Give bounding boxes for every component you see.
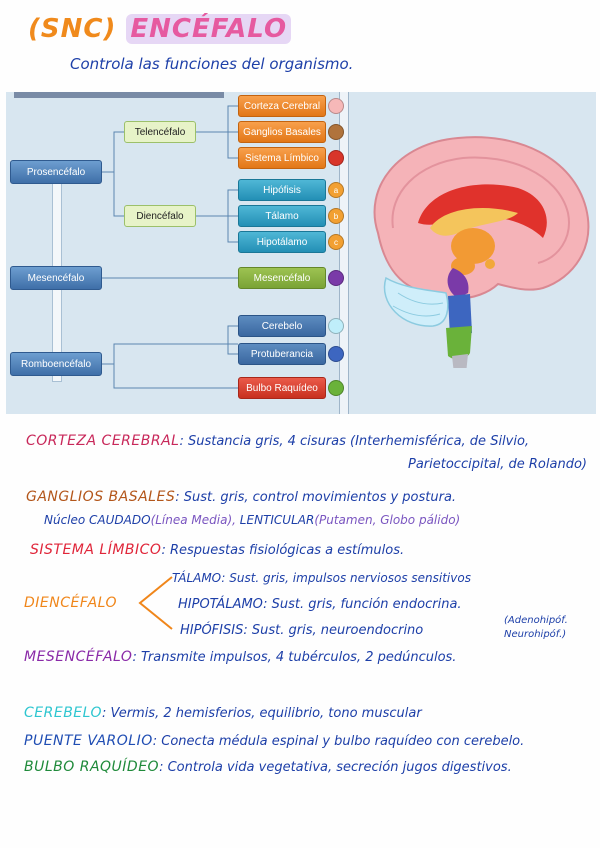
diagram-divider — [339, 92, 349, 414]
dot-hipofisis: a — [328, 182, 344, 198]
box-hipotalamo: Hipotálamo — [238, 231, 326, 253]
dot-mesencefalo — [328, 270, 344, 286]
note-ganglios: GANGLIOS BASALES: Sust. gris, control mo… — [26, 489, 456, 505]
note-hipotalamo: HIPOTÁLAMO: Sust. gris, función endocrin… — [178, 597, 462, 612]
note-puente-head: PUENTE VAROLIO — [24, 733, 153, 749]
note-bulbo-head: BULBO RAQUÍDEO — [24, 759, 160, 775]
note-corteza-text: : Sustancia gris, 4 cisuras (Interhemisf… — [179, 434, 530, 449]
note-hipofisis-text: : Sust. gris, neuroendocrino — [243, 623, 424, 638]
note-hipofisis-head: HIPÓFISIS — [180, 623, 244, 638]
encephalon-diagram: Prosencéfalo Mesencéfalo Romboencéfalo T… — [6, 92, 596, 414]
box-protuberancia: Protuberancia — [238, 343, 326, 365]
note-ganglios-text: : Sust. gris, control movimientos y post… — [175, 490, 457, 505]
note-cerebelo: CEREBELO: Vermis, 2 hemisferios, equilib… — [24, 705, 422, 721]
note-neurohipofisis: Neurohipóf.) — [504, 629, 567, 640]
dot-protuberancia — [328, 346, 344, 362]
note-mesencefalo-text: : Transmite impulsos, 4 tubérculos, 2 pe… — [132, 650, 457, 665]
note-mesencefalo-head: MESENCÉFALO — [24, 649, 133, 665]
dot-corteza — [328, 98, 344, 114]
box-corteza-cerebral: Corteza Cerebral — [238, 95, 326, 117]
page-title: (SNC) ENCÉFALO — [28, 14, 292, 44]
box-ganglios-basales: Ganglios Basales — [238, 121, 326, 143]
note-lenticular: LENTICULAR — [239, 513, 315, 527]
dot-talamo: b — [328, 208, 344, 224]
note-caudado: Núcleo CAUDADO — [44, 513, 151, 527]
note-hipofisis: HIPÓFISIS: Sust. gris, neuroendocrino — [180, 623, 423, 638]
title-snc: (SNC) — [28, 14, 117, 44]
box-prosencefalo: Prosencéfalo — [10, 160, 102, 184]
note-mesencefalo: MESENCÉFALO: Transmite impulsos, 4 tubér… — [24, 649, 456, 665]
cropped-heading-fragment — [14, 92, 224, 98]
note-ganglios-head: GANGLIOS BASALES — [26, 489, 176, 505]
box-sistema-limbico: Sistema Límbico — [238, 147, 326, 169]
brain-illustration — [373, 136, 590, 368]
title-encefalo: ENCÉFALO — [126, 14, 292, 44]
note-limbico: SISTEMA LÍMBICO: Respuestas fisiológicas… — [30, 542, 404, 558]
note-limbico-head: SISTEMA LÍMBICO — [30, 542, 162, 558]
note-talamo: TÁLAMO: Sust. gris, impulsos nerviosos s… — [172, 571, 471, 585]
note-talamo-text: : Sust. gris, impulsos nerviosos sensiti… — [221, 571, 471, 585]
note-corteza: CORTEZA CEREBRAL: Sustancia gris, 4 cisu… — [26, 433, 529, 449]
note-adenohipofisis: (Adenohipóf. — [504, 615, 568, 626]
note-puente: PUENTE VAROLIO: Conecta médula espinal y… — [24, 733, 524, 749]
box-telencefalo: Telencéfalo — [124, 121, 196, 143]
note-hipotalamo-text: : Sust. gris, función endocrina. — [263, 597, 462, 612]
box-bulbo-raquideo: Bulbo Raquídeo — [238, 377, 326, 399]
page-subtitle: Controla las funciones del organismo. — [70, 55, 354, 73]
note-cerebelo-text: : Vermis, 2 hemisferios, equilibrio, ton… — [102, 706, 422, 721]
note-limbico-text: : Respuestas fisiológicas a estímulos. — [161, 543, 405, 558]
note-cerebelo-head: CEREBELO — [24, 705, 103, 721]
note-talamo-head: TÁLAMO — [172, 571, 222, 585]
box-mesencefalo-main: Mesencéfalo — [10, 266, 102, 290]
dot-hipotalamo: c — [328, 234, 344, 250]
dot-bulbo — [328, 380, 344, 396]
note-puente-text: : Conecta médula espinal y bulbo raquíde… — [152, 734, 525, 749]
box-diencefalo: Diencéfalo — [124, 205, 196, 227]
note-lenticular-detail: (Putamen, Globo pálido) — [314, 513, 461, 527]
note-nucleos: Núcleo CAUDADO(Línea Media), LENTICULAR(… — [44, 513, 460, 527]
note-caudado-detail: (Línea Media), — [150, 513, 236, 527]
box-mesencefalo-item: Mesencéfalo — [238, 267, 326, 289]
dot-cerebelo — [328, 318, 344, 334]
note-diencefalo-head: DIENCÉFALO — [24, 595, 118, 611]
dot-ganglios — [328, 124, 344, 140]
note-bulbo-text: : Controla vida vegetativa, secreción ju… — [159, 760, 512, 775]
box-cerebelo: Cerebelo — [238, 315, 326, 337]
note-corteza-head: CORTEZA CEREBRAL — [26, 433, 180, 449]
note-corteza-text2: Parietoccipital, de Rolando) — [408, 457, 587, 472]
note-bulbo: BULBO RAQUÍDEO: Controla vida vegetativa… — [24, 759, 512, 775]
connector-lines — [102, 105, 238, 389]
note-hipotalamo-head: HIPOTÁLAMO — [178, 597, 264, 612]
dot-limbico — [328, 150, 344, 166]
box-hipofisis: Hipófisis — [238, 179, 326, 201]
box-talamo: Tálamo — [238, 205, 326, 227]
box-romboencefalo: Romboencéfalo — [10, 352, 102, 376]
diencefalo-brace — [138, 576, 173, 630]
